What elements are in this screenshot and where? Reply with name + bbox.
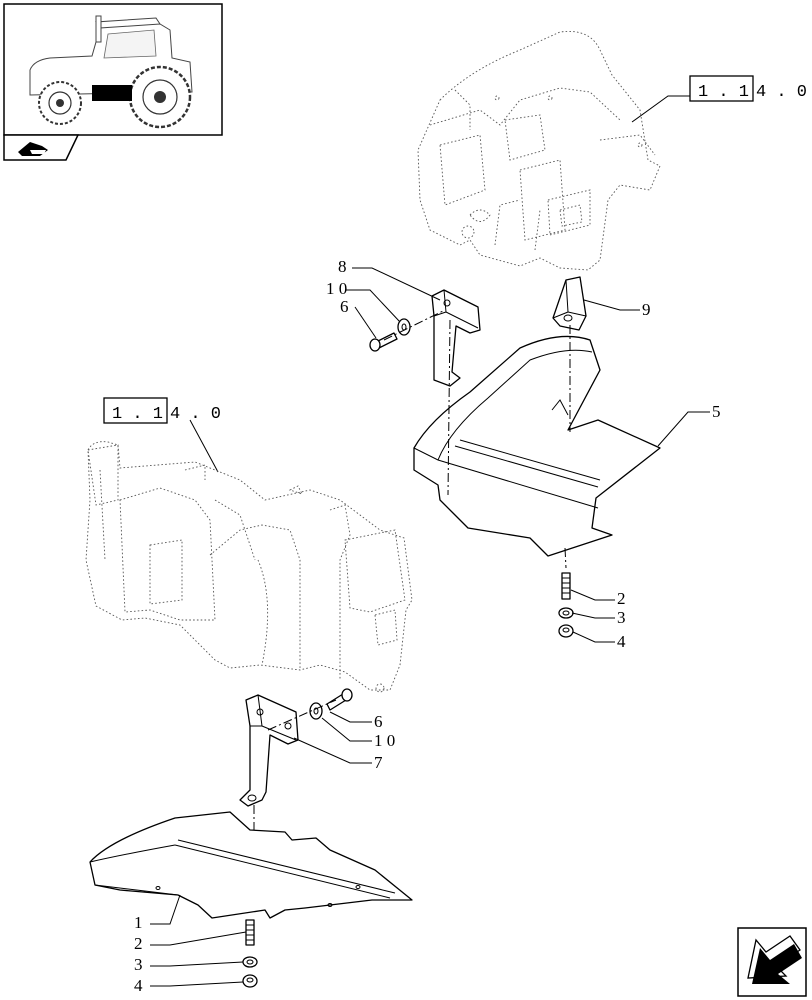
callout-3-bottom[interactable]: 3 — [134, 955, 143, 974]
leader-3-top — [571, 612, 615, 619]
stud-2-top[interactable] — [561, 572, 571, 600]
callout-8[interactable]: 8 — [338, 257, 347, 276]
callout-2-top[interactable]: 2 — [617, 589, 626, 608]
callout-3-top[interactable]: 3 — [617, 608, 626, 627]
leader-5 — [657, 411, 710, 447]
callout-6-bottom[interactable]: 6 — [374, 712, 383, 731]
reference-middle-boxed: 1 . 1 — [112, 405, 163, 424]
bracket-9[interactable] — [552, 276, 587, 331]
callout-10-bottom[interactable]: 1 0 — [374, 731, 395, 750]
callout-7[interactable]: 7 — [374, 753, 383, 772]
reference-top-rest: 4 . 0 — [756, 83, 807, 102]
leader-2-bottom — [150, 931, 247, 946]
fender-section-icon — [18, 142, 48, 156]
next-page-arrow-icon[interactable] — [737, 927, 807, 997]
callout-10-top[interactable]: 1 0 — [326, 279, 347, 298]
callout-4-bottom[interactable]: 4 — [134, 976, 143, 995]
leader-1 — [150, 894, 181, 925]
leader-4-bottom — [150, 981, 244, 987]
reference-middle-rest: 4 . 0 — [170, 405, 221, 424]
centerline-bolt-top — [383, 309, 446, 341]
leader-6-bottom — [329, 711, 372, 723]
centerline-stud-top — [564, 547, 567, 569]
leader-8 — [352, 267, 441, 301]
callout-1[interactable]: 1 — [134, 913, 143, 932]
callout-9[interactable]: 9 — [642, 300, 651, 319]
bolt-6-bottom[interactable] — [326, 688, 353, 711]
washer-3-top[interactable] — [558, 607, 574, 619]
bolt-6-top[interactable] — [369, 332, 398, 352]
leader-9 — [583, 299, 640, 311]
leader-10-bottom — [321, 717, 372, 742]
callout-2-bottom[interactable]: 2 — [134, 934, 143, 953]
fender-1[interactable] — [89, 811, 413, 919]
callout-4-top[interactable]: 4 — [617, 632, 626, 651]
reference-top-boxed: 1 . 1 — [698, 83, 749, 102]
bracket-7[interactable] — [239, 694, 299, 807]
lower-cab-housing — [85, 441, 413, 693]
tractor-thumbnail[interactable] — [3, 3, 223, 161]
reference-top[interactable]: 1 . 1 4 . 0 — [631, 75, 807, 123]
stud-2-bottom[interactable] — [245, 919, 255, 946]
leader-10-top — [345, 289, 401, 323]
nut-4-top[interactable] — [558, 624, 574, 638]
callout-5[interactable]: 5 — [712, 402, 721, 421]
reference-middle[interactable]: 1 . 1 4 . 0 — [103, 397, 221, 473]
callout-6-top[interactable]: 6 — [340, 297, 349, 316]
upper-cab-housing — [417, 30, 661, 271]
centerline-8 — [447, 319, 451, 496]
leader-6-top — [354, 306, 377, 339]
leader-2-top — [570, 589, 615, 601]
fender-5[interactable] — [413, 335, 661, 557]
centerline-bolt-bottom — [267, 699, 337, 731]
leader-7 — [293, 737, 372, 764]
washer-3-bottom[interactable] — [242, 956, 258, 968]
nut-4-bottom[interactable] — [242, 974, 258, 988]
bracket-8[interactable] — [431, 289, 481, 387]
leader-4-top — [572, 631, 615, 643]
leader-3-bottom — [150, 961, 244, 967]
